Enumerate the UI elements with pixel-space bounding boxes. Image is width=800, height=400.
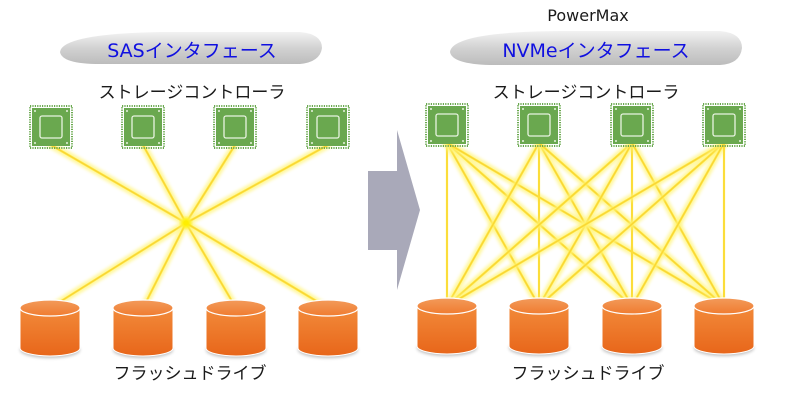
sas-interface-pill [60, 32, 322, 64]
right-controller-label: ストレージコントローラ [492, 83, 680, 103]
sas-link-drive-2 [139, 219, 190, 312]
sas-link-controller-1 [47, 141, 190, 227]
nvme-link-c4-d3 [628, 139, 728, 310]
sas-switch-hub [181, 218, 191, 228]
nvme-link-c2-d1 [443, 139, 543, 310]
nvme-storage-controller-chip [517, 103, 561, 147]
right-drive-label: フラッシュドライブ [511, 364, 665, 384]
nvme-flash-drive [601, 297, 663, 356]
nvme-interface-label: NVMeインタフェース [502, 40, 690, 62]
product-title: PowerMax [547, 6, 629, 25]
sas-storage-controller-chip [213, 105, 257, 149]
nvme-link-c4-d1 [443, 139, 728, 310]
sas-storage-controller-chip [306, 105, 350, 149]
sas-link-controller-4 [182, 141, 332, 227]
nvme-link-c4-d2 [535, 139, 728, 310]
nvme-flash-drive [508, 297, 570, 356]
nvme-flash-drive [693, 297, 755, 356]
sas-link-controller-2 [139, 141, 190, 227]
sas-flash-drive [297, 299, 359, 358]
sas-link-drive-3 [182, 219, 240, 312]
nvme-storage-controller-chip [702, 103, 746, 147]
sas-storage-controller-chip [29, 105, 73, 149]
sas-link-drive-1 [46, 219, 190, 312]
sas-storage-controller-chip [121, 105, 165, 149]
left-drive-label: フラッシュドライブ [113, 364, 267, 384]
transition-arrow [368, 130, 420, 290]
sas-interface-label: SASインタフェース [107, 40, 277, 62]
nvme-storage-controller-chip [425, 103, 469, 147]
sas-flash-drive [19, 299, 81, 358]
nvme-link-c3-d1 [443, 139, 636, 310]
nvme-storage-controller-chip [610, 103, 654, 147]
sas-link-controller-3 [182, 141, 239, 227]
left-controller-label: ストレージコントローラ [98, 83, 286, 103]
nvme-interface-pill [450, 31, 742, 65]
nvme-flash-drive [416, 297, 478, 356]
sas-flash-drive [112, 299, 174, 358]
sas-flash-drive [205, 299, 267, 358]
sas-link-drive-4 [182, 219, 332, 312]
